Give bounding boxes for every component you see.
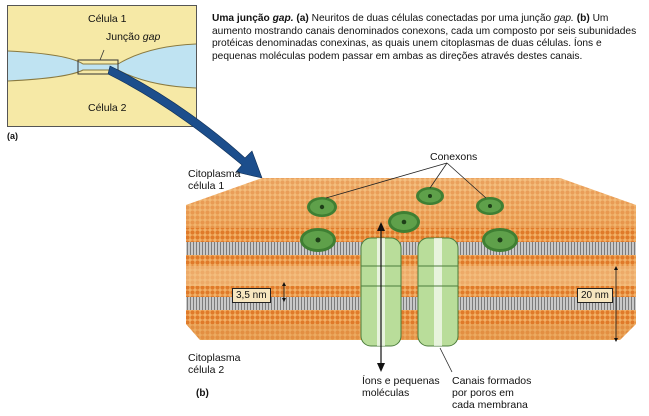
- cytoplasm-cell1-label: Citoplasma célula 1: [188, 168, 241, 192]
- connexon-channel-right: [417, 237, 459, 347]
- upper-membrane-inner-heads: [186, 255, 636, 266]
- channels-label: Canais formados por poros em cada membra…: [452, 375, 532, 411]
- upper-membrane-tails: [186, 242, 636, 255]
- ions-label: Íons e pequenas moléculas: [362, 375, 440, 399]
- diagram-panel-label: (b): [196, 388, 209, 399]
- figure-caption: Uma junção gap. (a) Neuritos de duas cél…: [212, 13, 637, 62]
- cytoplasm-cell2-label: Citoplasma célula 2: [188, 352, 241, 376]
- gap-width-label: 3,5 nm: [232, 288, 271, 303]
- lower-membrane-tails: [186, 297, 636, 310]
- lower-membrane-outer-heads: [186, 310, 636, 324]
- inset-cell2-label: Célula 2: [88, 102, 127, 114]
- connexon-top-views: [300, 187, 518, 252]
- connexons-label: Conexons: [430, 151, 478, 163]
- lower-membrane-inner-heads: [186, 286, 636, 297]
- inset-junction-label: Junção gap: [106, 31, 161, 43]
- inset-panel-label: (a): [7, 131, 18, 141]
- inset-cell1-label: Célula 1: [88, 13, 127, 25]
- upper-membrane-outer-heads: [186, 228, 636, 242]
- membrane-width-label: 20 nm: [577, 288, 613, 303]
- zoom-arrow: [107, 65, 263, 179]
